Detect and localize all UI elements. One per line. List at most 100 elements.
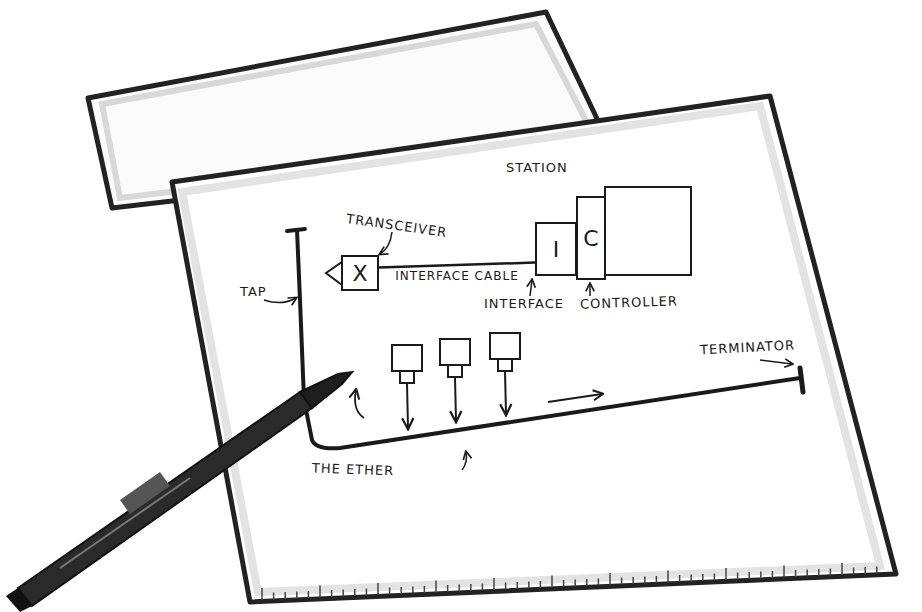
ruler-tick [528, 582, 530, 589]
part-name: INTERFACE [484, 296, 564, 311]
ruler-tick [342, 590, 344, 597]
paper-shade [182, 106, 880, 592]
ruler-ticks [262, 563, 877, 600]
ruler-tick [493, 578, 495, 590]
ruler-tick [458, 585, 460, 592]
ruler-tick [516, 582, 518, 589]
station-box [392, 345, 422, 371]
tap-arrow [407, 383, 408, 428]
ruler-tick [667, 571, 669, 583]
ruler-tick [656, 576, 658, 583]
transceiver-box: X [341, 255, 379, 291]
ruler-tick [412, 587, 414, 594]
cable-label: INTERFACE CABLE [395, 269, 518, 283]
node-letter: I [537, 224, 575, 274]
ruler-tick [424, 586, 426, 593]
leader-arrow [380, 232, 392, 254]
station-box [440, 339, 470, 365]
ruler-tick [609, 573, 611, 585]
leader-arrow [462, 452, 467, 470]
ruler-tick [574, 580, 576, 587]
leader-arrow [530, 280, 532, 296]
flow-arrow [548, 394, 602, 402]
transceiver-box [400, 371, 414, 383]
ruler-tick [389, 588, 391, 595]
leader-arrow [760, 360, 792, 364]
ruler-tick [795, 570, 797, 577]
leader-arrow [264, 298, 296, 303]
pen-highlight [60, 478, 190, 568]
ruler-tick [598, 579, 600, 586]
node-letter: C [578, 198, 604, 278]
ruler-tick [296, 592, 298, 599]
ruler-tick [621, 578, 623, 585]
interface-cable [379, 263, 535, 268]
tap-wedge [326, 262, 342, 285]
ruler-tick [563, 580, 565, 587]
ruler-tick [864, 567, 866, 574]
ruler-tick [830, 569, 832, 576]
ruler-tick [435, 581, 437, 593]
ruler-tick [876, 567, 878, 574]
ruler-tick [551, 576, 553, 588]
ruler-tick [354, 589, 356, 596]
ruler-tick [679, 575, 681, 582]
ruler-tick [331, 590, 333, 597]
interface-box: I [535, 222, 577, 276]
ruler-tick [644, 577, 646, 584]
transceiver-box [448, 365, 462, 377]
part-name: THE ETHER [312, 461, 395, 479]
ruler-tick [400, 587, 402, 594]
ruler-tick [319, 586, 321, 598]
pen-grip [120, 472, 170, 514]
ruler-tick [482, 584, 484, 591]
ruler-tick [702, 574, 704, 581]
flow-arrow [355, 390, 364, 418]
node-heading: STATION [506, 160, 568, 175]
ruler-tick [853, 568, 855, 575]
ruler-tick [586, 579, 588, 586]
front-paper [172, 96, 896, 602]
ruler-tick [783, 566, 785, 578]
ruler-tick [841, 563, 843, 575]
ruler-tick [308, 591, 310, 598]
ruler-tick [366, 589, 368, 596]
ruler-tick [505, 583, 507, 590]
ruler-tick [818, 569, 820, 576]
station-box: STATION [604, 186, 692, 276]
ruler-tick [273, 593, 275, 600]
flow-arrows [355, 390, 602, 418]
ruler-tick [632, 577, 634, 584]
pen-cap [6, 588, 32, 612]
station-box [490, 333, 520, 359]
transceiver-box [498, 359, 512, 371]
tap-arrow [455, 377, 456, 421]
controller-box: C [576, 196, 606, 280]
ruler-tick [447, 585, 449, 592]
pen-barrel [18, 392, 312, 606]
pen [6, 372, 352, 612]
ruler-tick [377, 583, 379, 595]
tapped-stations [392, 333, 520, 428]
ruler-tick [760, 572, 762, 579]
ruler-tick [540, 581, 542, 588]
ruler-tick [690, 575, 692, 582]
ruler-tick [772, 571, 774, 578]
ruler-tick [725, 568, 727, 580]
ruler-tick [748, 572, 750, 579]
ruler-tick [714, 574, 716, 581]
ruler-tick [806, 570, 808, 577]
ruler-tick [470, 584, 472, 591]
part-name: TAP [240, 284, 267, 299]
tap-arrow [505, 371, 506, 414]
paper-sheet [172, 96, 896, 602]
ruler-tick [284, 592, 286, 599]
node-letter: X [343, 257, 377, 289]
pen-tip [300, 372, 352, 408]
ruler-tick [261, 588, 263, 600]
ruler-tick [737, 573, 739, 580]
terminator-symbol [800, 368, 803, 392]
